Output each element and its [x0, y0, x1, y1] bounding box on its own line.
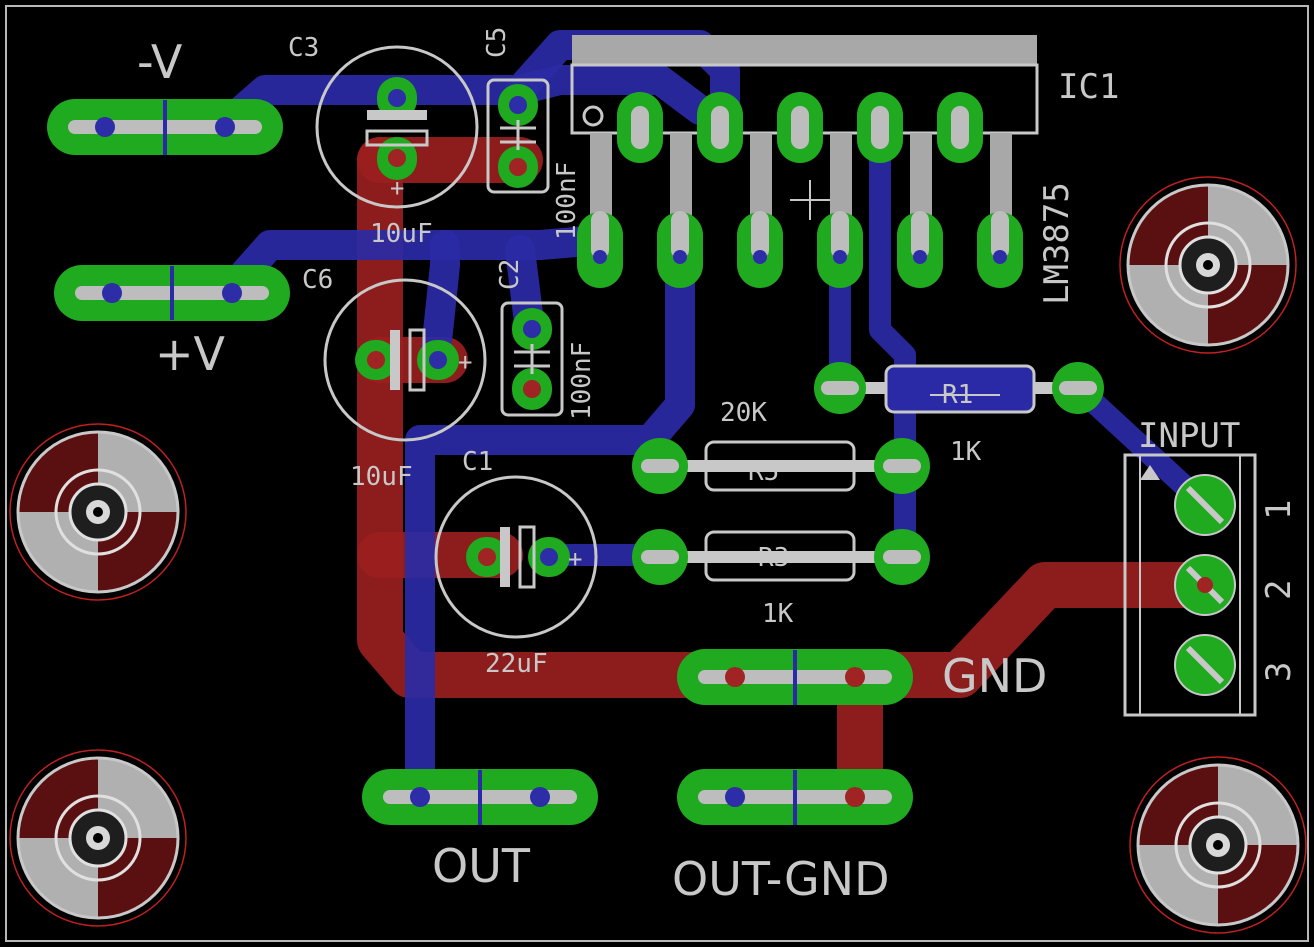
mounting-hole-icon: [9, 423, 187, 601]
r5-value: 20K: [720, 398, 767, 428]
ic1-origin-cross: [790, 180, 830, 220]
c1-ref: C1: [462, 447, 493, 477]
c6-capacitor: + C6 10uF: [302, 265, 487, 492]
ic1-top-pads: [617, 92, 983, 163]
r3-ref: R3: [758, 543, 789, 573]
c1-polarity: +: [568, 545, 582, 573]
c1-capacitor: + C1 22uF: [434, 447, 598, 679]
ic1-heatsink-tab: [572, 35, 1037, 65]
neg-v-connector: -V: [47, 35, 283, 155]
input-pin2-label: 2: [1259, 580, 1299, 600]
c2-capacitor: C2 100nF: [495, 259, 597, 420]
gnd-label: GND: [942, 649, 1047, 703]
c2-value: 100nF: [567, 342, 597, 420]
ic1-value: LM3875: [1037, 182, 1077, 305]
c5-value: 100nF: [552, 162, 582, 240]
ic1-lm3875: IC1 LM3875: [570, 35, 1119, 305]
c6-ref: C6: [302, 265, 333, 295]
mounting-holes: [9, 176, 1307, 934]
r1-resistor: R1 1K: [814, 362, 1104, 467]
neg-v-label: -V: [137, 35, 183, 89]
c3-capacitor: + C3 10uF: [288, 33, 479, 249]
out-gnd-connector: OUT-GND: [672, 769, 913, 906]
mounting-hole-icon: [9, 749, 187, 927]
c6-value: 10uF: [350, 462, 413, 492]
c5-ref: C5: [482, 27, 512, 58]
input-terminal-block: INPUT 1 2 3: [1123, 416, 1299, 717]
out-connector: OUT: [362, 769, 598, 893]
c5-capacitor: C5 100nF: [482, 27, 582, 240]
ic1-ref: IC1: [1058, 67, 1119, 107]
r3-value: 1K: [762, 599, 794, 629]
input-pin1-label: 1: [1259, 500, 1299, 520]
input-pin3-label: 3: [1259, 662, 1299, 682]
mounting-hole-icon: [1119, 176, 1297, 354]
r3-resistor: R3 1K: [632, 529, 930, 629]
pos-v-label: +V: [155, 327, 226, 381]
gnd-connector: GND: [677, 649, 1047, 705]
mounting-hole-icon: [1129, 756, 1307, 934]
ic1-bottom-pads: [577, 211, 1023, 288]
out-label: OUT: [432, 839, 531, 893]
r1-ref: R1: [942, 380, 973, 410]
r5-ref: R5: [748, 457, 779, 487]
pos-v-connector: +V: [54, 265, 290, 381]
out-gnd-label: OUT-GND: [672, 852, 890, 906]
c3-ref: C3: [288, 33, 319, 63]
c1-value: 22uF: [485, 649, 548, 679]
c3-value: 10uF: [370, 219, 433, 249]
ic1-pin1-marker: [582, 105, 604, 127]
c3-polarity: +: [390, 174, 404, 202]
r5-resistor: R5 20K: [632, 398, 930, 494]
c2-ref: C2: [495, 259, 525, 290]
board-outline: [5, 5, 1309, 942]
r1-value: 1K: [950, 437, 982, 467]
input-label: INPUT: [1138, 416, 1240, 456]
c6-polarity: +: [458, 348, 472, 376]
